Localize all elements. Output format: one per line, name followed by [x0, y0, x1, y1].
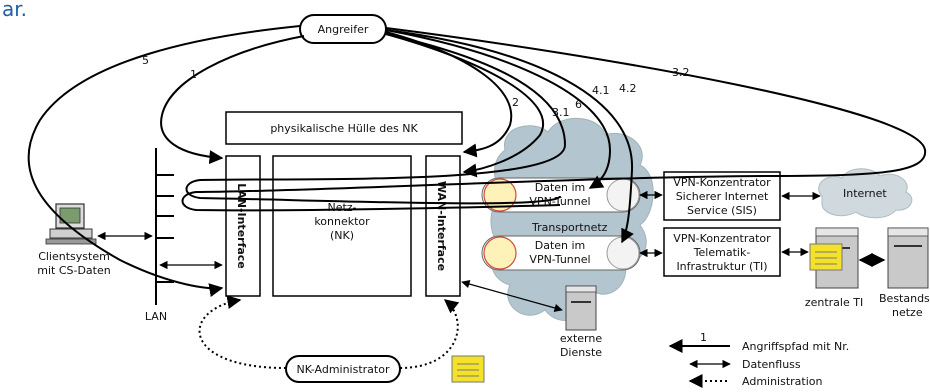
attack-path-5 [27, 25, 301, 297]
vpn-sis-line2: Sicherer Internet [676, 190, 769, 203]
attack-path-41 [385, 29, 612, 189]
legend-angriffspfad: Angriffspfad mit Nr. [742, 340, 849, 353]
vpn-ti-line2: Telematik- [693, 246, 751, 259]
vpn-sis-line3: Service (SIS) [687, 204, 757, 217]
angreifer-label: Angreifer [318, 23, 369, 36]
zentrale-ti-label: zentrale TI [805, 296, 863, 309]
path-num-31: 3.1 [552, 106, 570, 119]
lan-label: LAN [145, 310, 167, 323]
path-num-32: 3.2 [672, 66, 690, 79]
tunnel1-line1: Daten im [535, 181, 586, 194]
konnektor-label-3: (NK) [330, 229, 354, 242]
externe-dienste-line2: Dienste [560, 346, 602, 359]
path-num-42: 4.2 [619, 82, 637, 95]
legend-datenfluss: Datenfluss [742, 358, 801, 371]
server-icon-bestandsnetze [887, 227, 929, 289]
attack-path-31 [185, 33, 567, 205]
path-num-41: 4.1 [592, 84, 610, 97]
tunnel2-line1: Daten im [535, 239, 586, 252]
vpn-sis-box [663, 171, 781, 221]
internet-label: Internet [843, 187, 887, 200]
transportnetz-label: Transportnetz [531, 221, 608, 234]
vpn-ti-line1: VPN-Konzentrator [673, 232, 771, 245]
legend: 1 Angriffspfad mit Nr. Datenfluss Admini… [668, 331, 849, 388]
internet-cloud [818, 168, 913, 219]
sticky-note-icon-admin [451, 355, 485, 383]
vpn-ti-box [663, 227, 781, 277]
vpn-sis-line1: VPN-Konzentrator [673, 176, 771, 189]
konnektor-label-2: konnektor [314, 215, 370, 228]
tunnel2-line2: VPN-Tunnel [529, 253, 590, 266]
konnektor-label-1: Netz- [327, 201, 356, 214]
sticky-note-icon-ti [809, 243, 843, 271]
huelle-label: physikalische Hülle des NK [270, 122, 418, 135]
server-icon-externe-dienste [565, 285, 597, 331]
client-label-2: mit CS-Daten [37, 264, 111, 277]
externe-dienste-line1: externe [560, 332, 602, 345]
wan-interface-box [425, 155, 461, 297]
bestandsnetze-line2: netze [892, 306, 923, 319]
lan-interface-label: LAN-Interface [235, 183, 248, 269]
header-fragment: ar. [2, 0, 27, 21]
legend-num: 1 [700, 331, 707, 344]
admin-path-lan [198, 295, 287, 369]
attack-path-6 [385, 33, 544, 178]
attack-path-1 [160, 35, 305, 165]
vpn-tunnel-2 [481, 235, 641, 271]
computer-icon [45, 203, 97, 245]
wan-interface-label: WAN-Interface [435, 181, 448, 271]
admin-path-wan [399, 299, 460, 369]
huelle-box [225, 111, 463, 145]
admin-node [285, 355, 401, 383]
path-num-1: 1 [190, 68, 197, 81]
path-num-2: 2 [512, 96, 519, 109]
attack-path-42 [385, 29, 634, 244]
client-label-1: Clientsystem [38, 250, 110, 263]
path-num-6: 6 [575, 98, 582, 111]
vpn-ti-line3: Infrastruktur (TI) [676, 260, 767, 273]
path-num-5: 5 [142, 54, 149, 67]
legend-administration: Administration [742, 375, 823, 388]
bestandsnetze-line1: Bestands- [879, 292, 930, 305]
attack-path-32 [181, 27, 927, 212]
admin-label: NK-Administrator [296, 363, 389, 376]
